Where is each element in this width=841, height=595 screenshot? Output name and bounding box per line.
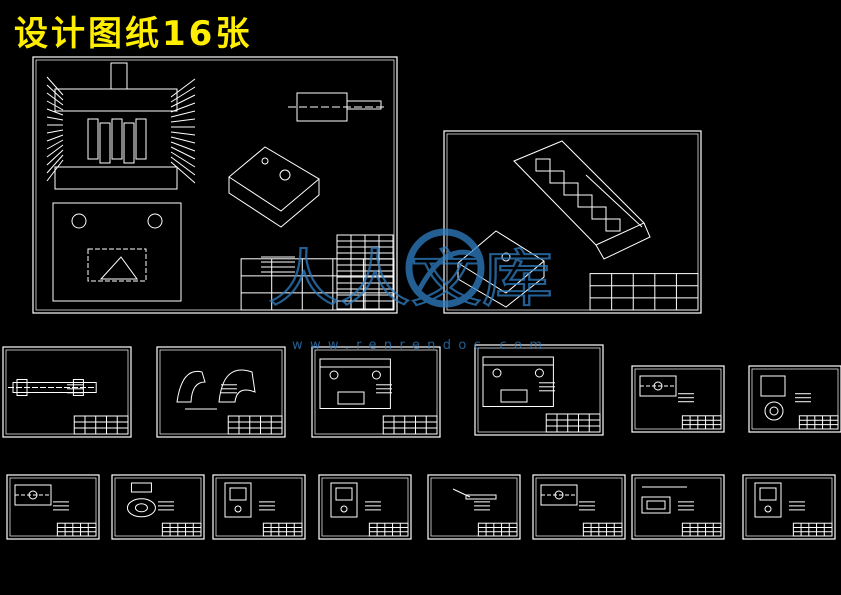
page-title: 设计图纸16张	[14, 14, 253, 54]
part-sheet-row3-8	[742, 474, 836, 540]
assembly-sheet	[32, 56, 398, 314]
part-sheet-shaft	[2, 346, 132, 438]
watermark-cn-text: 人人文库	[268, 242, 553, 315]
watermark-site-text: www.renrendoc.com	[292, 338, 542, 353]
part-sheet-row3-6	[532, 474, 626, 540]
watermark: 人人文库 www.renrendoc.com	[267, 228, 554, 353]
part-sheet-small-2	[748, 365, 841, 433]
part-sheet-row3-4	[318, 474, 412, 540]
part-sheet-row3-2	[111, 474, 205, 540]
part-sheet-small-1	[631, 365, 725, 433]
part-sheet-plate-a	[311, 346, 441, 438]
part-sheet-row3-3	[212, 474, 306, 540]
part-sheet-row3-1	[6, 474, 100, 540]
globe-logo-icon	[405, 228, 485, 308]
part-sheet-hook	[156, 346, 286, 438]
part-sheet-row3-7	[631, 474, 725, 540]
iso-sheet	[443, 130, 702, 314]
part-sheet-row3-5	[427, 474, 521, 540]
part-sheet-plate-b	[474, 344, 604, 436]
